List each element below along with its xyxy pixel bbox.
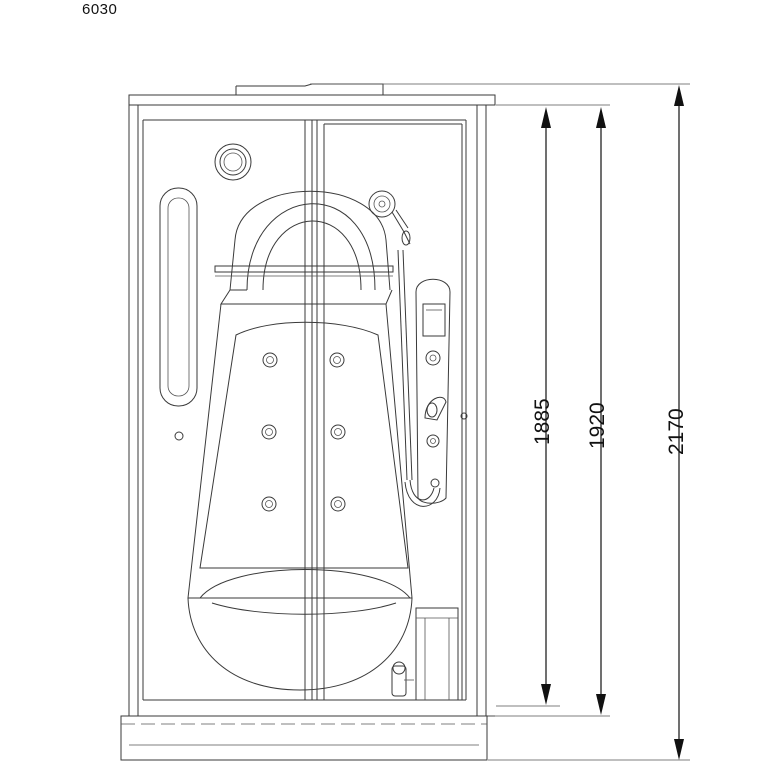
towel-rail [214,265,394,273]
mixer-lever-icon [424,396,447,421]
steam-box [415,607,459,701]
model-code-label: 6030 [82,1,118,18]
massage-panel [187,303,413,599]
enclosure-frame [120,83,496,761]
jet-icon [261,496,277,512]
roof-cap [236,83,384,95]
dimension-lines: 1885 1920 2170 [310,83,690,761]
dimension-panel-height [596,107,606,715]
side-shelf [159,187,198,407]
jet-icon [330,424,346,440]
slide-rail [397,249,408,481]
top-rail [128,94,496,106]
seat-bowl [187,597,413,691]
backrest-arch [246,203,376,291]
back-panel-details [159,143,459,701]
jet-icon [330,496,346,512]
massage-jets [261,352,346,512]
dimension-label-1920: 1920 [586,402,609,449]
ceiling-speaker-icon [214,143,252,181]
hand-shower-icon [368,190,411,246]
display-screen [422,303,446,337]
door-handle [460,412,468,420]
foot-tap-icon [391,661,414,697]
small-knob-icon [174,431,184,441]
control-knob-icon [425,350,441,366]
jet-icon [329,352,345,368]
jet-icon [261,424,277,440]
shower-hose [409,479,435,501]
control-panel [415,278,451,504]
dimension-label-2170: 2170 [665,408,688,455]
diverter-knob-icon [426,434,440,448]
dimension-inner-height [541,107,551,705]
shower-tray [120,715,488,761]
dimension-total-height [674,85,684,760]
dimension-label-1885: 1885 [531,398,554,445]
jet-icon [262,352,278,368]
